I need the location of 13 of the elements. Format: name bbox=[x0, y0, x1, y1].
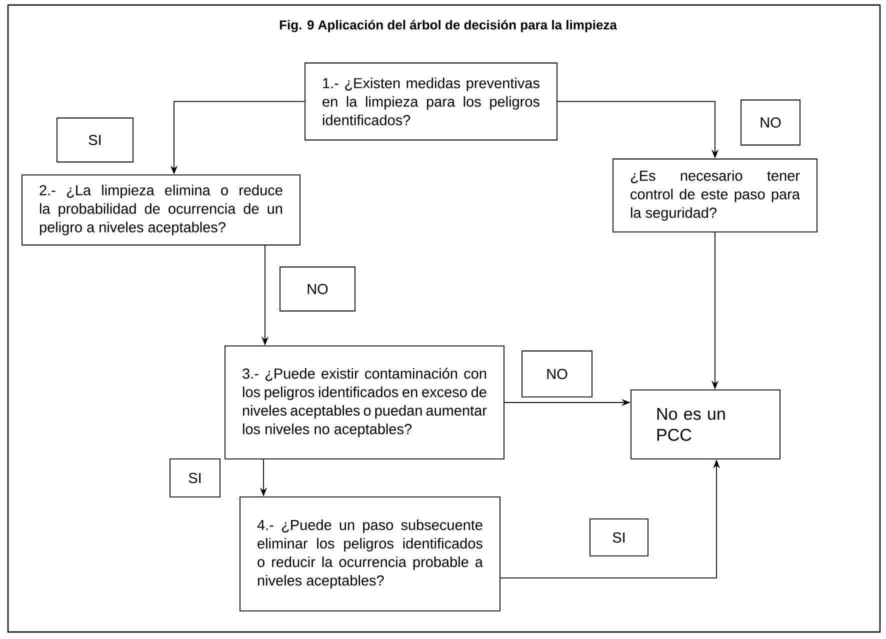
answer-label-box: NO bbox=[522, 350, 592, 398]
question-box: 1.- ¿Existen medidas preventivas en la limpieza para los peligros identificados? bbox=[304, 62, 558, 140]
answer-label-box: NO bbox=[280, 266, 356, 312]
question-box: 2.- ¿La limpieza elimina o reduce la probabilidad de ocurrencia de un peligro a niveles aceptables? bbox=[22, 174, 300, 246]
answer-label-box: SI bbox=[170, 458, 220, 498]
question-box: 3.- ¿Puede existir contaminación con los peligros identificados en exceso de niveles aceptables o puedan aumentar los niveles no aceptables? bbox=[224, 346, 504, 460]
title: Fig. 9 Aplicación del árbol de decisión para la limpieza bbox=[280, 20, 618, 32]
answer-label-box: NO bbox=[740, 100, 800, 146]
result-box: No es un PCC bbox=[630, 390, 780, 460]
question-box: 4.- ¿Puede un paso subsecuente eliminar los peligros identificados o reducir la ocurrencia probable a niveles aceptables? bbox=[240, 496, 500, 612]
answer-label-box: SI bbox=[56, 118, 134, 162]
question-box: ¿Es necesario tener control de este paso para la seguridad? bbox=[612, 158, 818, 232]
answer-label-box: SI bbox=[590, 518, 648, 556]
